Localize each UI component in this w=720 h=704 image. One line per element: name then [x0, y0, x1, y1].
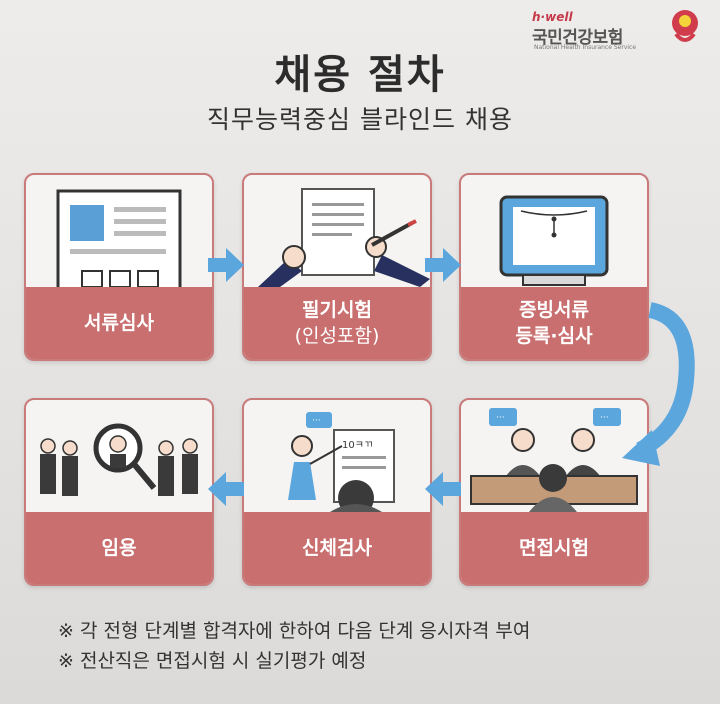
- step-label: 면접시험: [519, 537, 589, 559]
- step-label: 신체검사: [302, 537, 372, 559]
- brand-name: 국민건강보험: [532, 28, 623, 48]
- step-card-document-registration: 증빙서류 등록·심사: [459, 173, 649, 361]
- arrow-left-icon: [425, 472, 461, 506]
- brand-logo: h·well 국민건강보험 National Health Insurance …: [532, 8, 702, 54]
- arrow-right-icon: [208, 248, 244, 282]
- candidates-illustration: [40, 423, 198, 496]
- step-label: 필기시험: [302, 299, 372, 321]
- step-label: 증빙서류: [519, 299, 589, 321]
- step-label-box: 면접시험: [461, 512, 647, 584]
- arrow-right-icon: [425, 248, 461, 282]
- arrow-curved-down-icon: [622, 302, 695, 466]
- svg-text:···: ···: [312, 416, 321, 426]
- step-label-box: 필기시험 (인성포함): [244, 287, 430, 359]
- step-card-physical-exam: ··· 10ㅋㄲ 신체검사: [242, 398, 432, 586]
- step-label-box: 증빙서류 등록·심사: [461, 287, 647, 359]
- step-sublabel: (인성포함): [294, 325, 380, 347]
- notes: ※ 각 전형 단계별 합격자에 한하여 다음 단계 응시자격 부여 ※ 전산직은…: [58, 616, 530, 676]
- brand-tagline: h·well: [532, 10, 573, 24]
- svg-text:···: ···: [496, 413, 505, 423]
- step-label: 서류심사: [84, 312, 154, 334]
- page-subtitle: 직무능력중심 블라인드 채용: [207, 105, 513, 134]
- computer-illustration: [499, 195, 609, 286]
- written-exam-illustration: [258, 188, 430, 287]
- brand-mark-icon: [672, 10, 698, 42]
- eye-chart-text: 10ㅋㄲ: [342, 440, 373, 451]
- arrow-left-icon: [208, 472, 244, 506]
- note-line: ※ 전산직은 면접시험 시 실기평가 예정: [58, 650, 367, 672]
- eye-exam-illustration: ··· 10ㅋㄲ: [288, 412, 395, 512]
- step-card-interview: ··· ··· 면접시험: [459, 398, 649, 586]
- step-label-box: 임용: [26, 512, 212, 584]
- step-label-box: 신체검사: [244, 512, 430, 584]
- document-review-illustration: [56, 189, 182, 287]
- step-card-written-exam: 필기시험 (인성포함): [242, 173, 432, 361]
- note-line: ※ 각 전형 단계별 합격자에 한하여 다음 단계 응시자격 부여: [58, 620, 531, 642]
- interview-illustration: ··· ···: [470, 408, 638, 512]
- step-card-document-review: 서류심사: [24, 173, 214, 361]
- step-sublabel: 등록·심사: [515, 325, 593, 347]
- step-card-appointment: 임용: [24, 398, 214, 586]
- svg-text:···: ···: [600, 413, 609, 423]
- step-label-box: 서류심사: [26, 287, 212, 359]
- brand-subtitle: National Health Insurance Service: [534, 44, 637, 51]
- step-label: 임용: [101, 537, 137, 559]
- page-title: 채용 절차: [274, 52, 446, 98]
